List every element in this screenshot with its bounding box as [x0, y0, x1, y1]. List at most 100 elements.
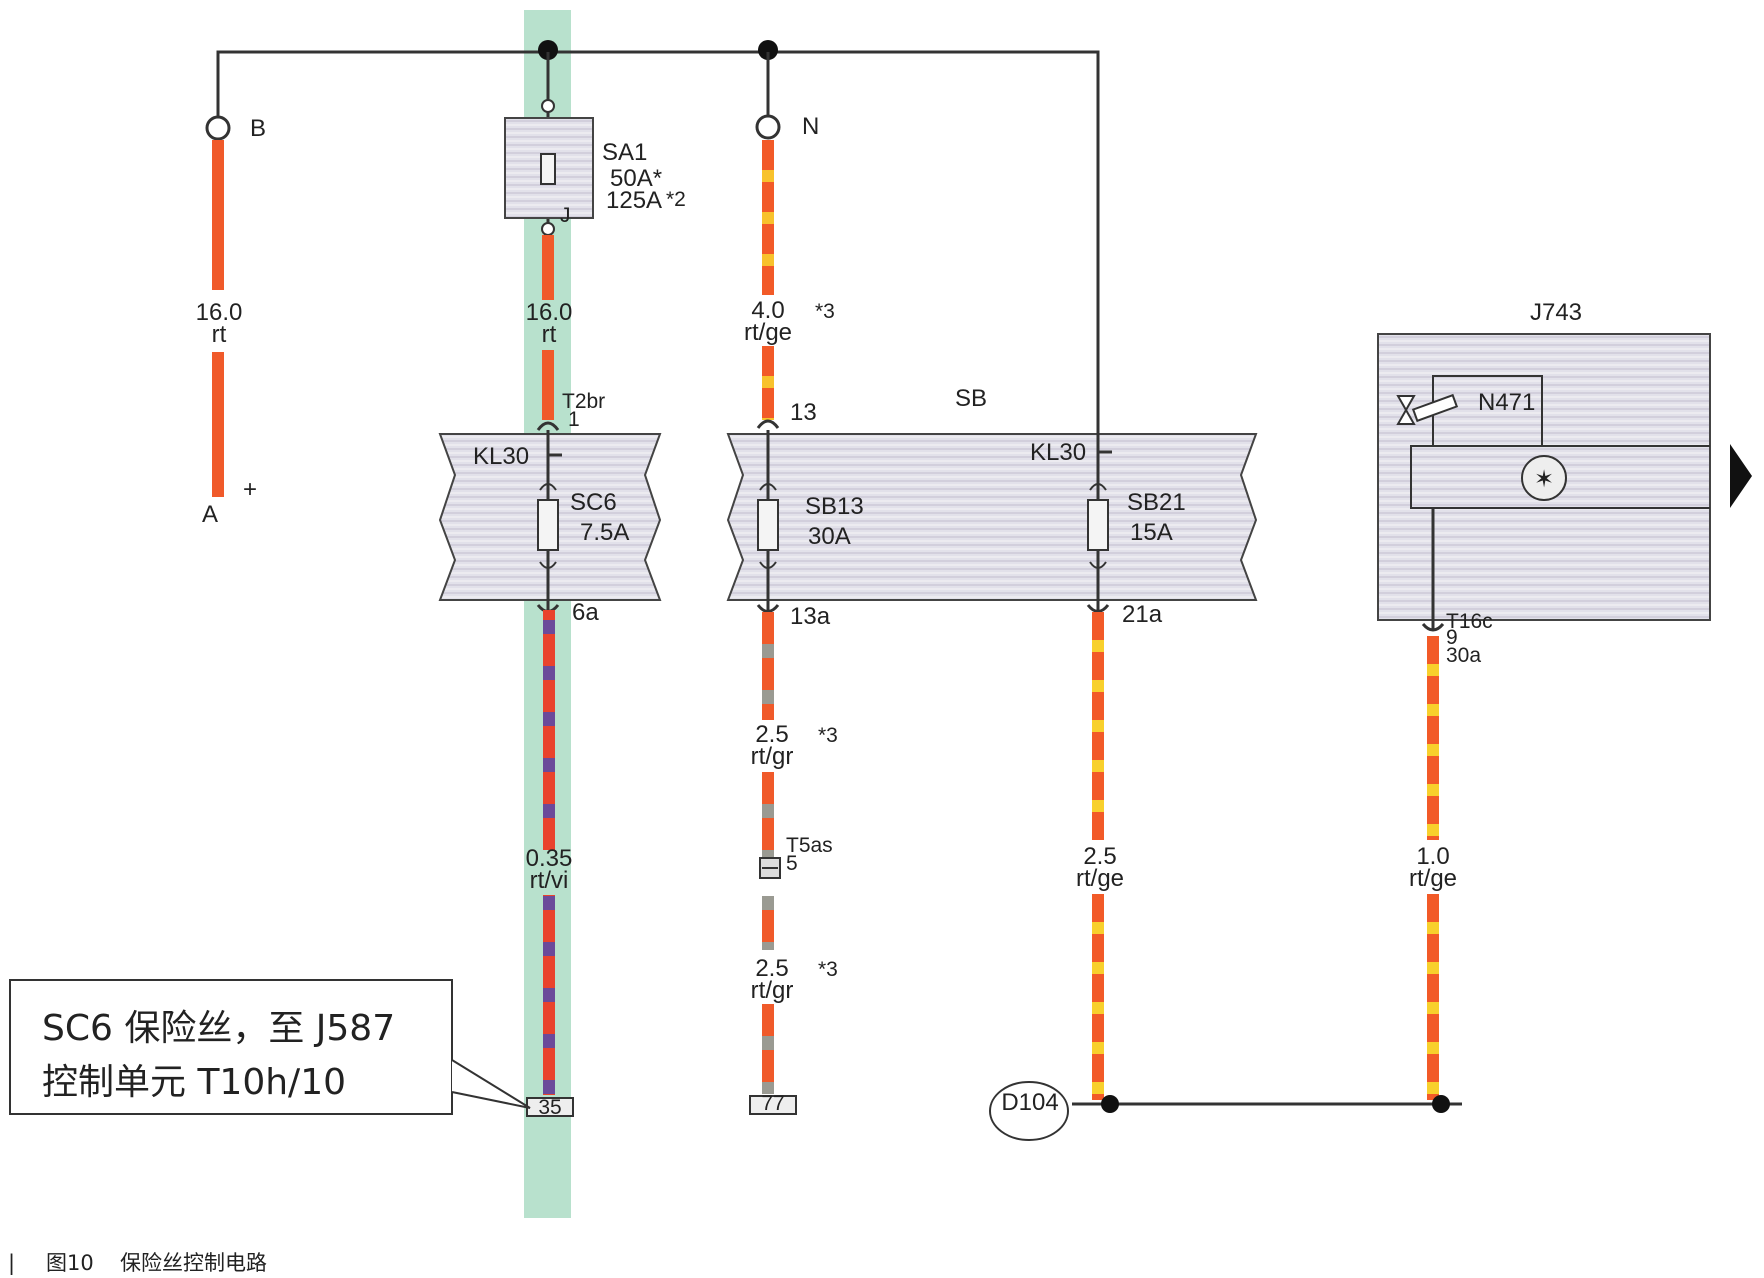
wire-sc6-out [543, 610, 555, 1095]
j743-pin: 9 [1446, 626, 1458, 649]
sc6-bottom-bracket [539, 561, 557, 569]
wire-stripe [1427, 636, 1439, 664]
wire-stripe [1427, 676, 1439, 704]
wire-sa1-plug [536, 421, 560, 431]
caption-title: 保险丝控制电路 [120, 1251, 267, 1275]
j743-inner-box [1410, 445, 1710, 509]
caption-marker: | [8, 1251, 15, 1276]
sb-box [726, 433, 1258, 601]
top-bus [216, 50, 1100, 440]
wire-stripe [1427, 962, 1439, 974]
motor-icon [1521, 455, 1567, 501]
callout-box [9, 979, 453, 1115]
pin-77-box [749, 1095, 797, 1115]
wire-j743-size: 1.0 [1416, 843, 1449, 870]
wire-stripe [1427, 1082, 1439, 1094]
wire-stripe [543, 1034, 555, 1048]
sc6-name: SC6 [570, 489, 617, 516]
wire-stripe [762, 690, 774, 704]
continue-arrow-icon [1730, 444, 1752, 508]
sa1-rating2: 125A [606, 187, 662, 214]
wire-stripe [1092, 934, 1104, 962]
wire-stripe [1427, 974, 1439, 1002]
n471-label: N471 [1478, 389, 1535, 416]
terminal-n [755, 114, 781, 140]
sb13-fuse-icon [757, 499, 779, 551]
terminal-b [205, 115, 231, 141]
wire-stripe [543, 988, 555, 1002]
sa1-in-dot [541, 99, 555, 113]
ground-junction-2 [1432, 1095, 1450, 1113]
wire-stripe [1427, 664, 1439, 676]
wire-stripe [1427, 704, 1439, 716]
wire-stripe [762, 1082, 774, 1094]
wire-stripe [1092, 760, 1104, 772]
sb21-out-plug [1086, 604, 1110, 613]
wire-sa1-pin: 1 [568, 408, 580, 431]
wire-stripe [1427, 796, 1439, 824]
wire-stripe [762, 1050, 774, 1082]
wire-stripe [762, 644, 774, 658]
wire-stripe [762, 1036, 774, 1050]
j743-pin2: 30a [1446, 644, 1481, 667]
sb21-top-bracket [1089, 483, 1107, 491]
wire-stripe [1092, 962, 1104, 974]
sa1-mark2: *2 [666, 188, 686, 211]
wire-sa1-color: rt [542, 321, 557, 348]
wire-stripe [1427, 1014, 1439, 1042]
wire-n-upper [762, 140, 774, 295]
wire-stripe [762, 658, 774, 690]
t5as-connector: T5as [786, 834, 833, 857]
wire-stripe [762, 704, 774, 720]
wire-j743-out [1427, 636, 1439, 1100]
wire-stripe [1092, 800, 1104, 812]
wire-sb13b-color: rt/gr [751, 977, 794, 1004]
wire-b-size: 16.0 [196, 299, 243, 326]
sa1-rating1: 50A* [610, 165, 662, 192]
wire-stripe [1427, 1054, 1439, 1082]
ground-d104 [989, 1081, 1069, 1141]
sa1-pin: J [560, 204, 571, 227]
wire-stripe [1427, 744, 1439, 756]
sb13-rating: 30A [808, 523, 851, 550]
wire-stripe [1092, 1082, 1104, 1094]
wire-stripe [1427, 836, 1439, 840]
wire-stripe [762, 182, 774, 212]
sc6-rating: 7.5A [580, 519, 629, 546]
wire-j743-color: rt/ge [1409, 865, 1457, 892]
wire-stripe [543, 758, 555, 772]
sa1-out-dot [541, 222, 555, 236]
wire-sc6-size: 0.35 [526, 845, 573, 872]
wire-stripe [543, 804, 555, 818]
wire-stripe [762, 254, 774, 266]
wire-b-color: rt [212, 321, 227, 348]
wire-sb21-out [1092, 612, 1104, 1100]
wire-stripe [762, 388, 774, 418]
wire-sa1-upper [542, 235, 554, 300]
terminal-b-label: B [250, 115, 266, 142]
wire-sb21-size: 2.5 [1083, 843, 1116, 870]
wire-b-lower [212, 352, 224, 497]
j743-plug [1421, 622, 1445, 632]
wire-sa1-size: 16.0 [526, 299, 573, 326]
wire-stripe [1427, 1002, 1439, 1014]
callout-line1: SC6 保险丝，至 J587 [42, 1008, 395, 1049]
pin-35-label: 35 [538, 1096, 561, 1119]
sb13-name: SB13 [805, 493, 864, 520]
wire-stripe [1092, 974, 1104, 1002]
valve-icon [1396, 393, 1459, 425]
wire-stripe [1092, 772, 1104, 800]
terminal-n-label: N [802, 113, 819, 140]
wire-stripe [1427, 894, 1439, 922]
wire-stripe [543, 712, 555, 726]
sb21-bottom-bracket [1089, 561, 1107, 569]
wire-stripe [543, 942, 555, 956]
bus-junction-2 [758, 40, 778, 60]
wire-sb13-out [762, 612, 774, 1094]
sb21-fuse-icon [1087, 499, 1109, 551]
wire-sb13b-size: 2.5 [755, 955, 788, 982]
wire-sb21-color: rt/ge [1076, 865, 1124, 892]
sb21-in-label: KL30 [1030, 439, 1086, 466]
wire-n-size: 4.0 [751, 297, 784, 324]
